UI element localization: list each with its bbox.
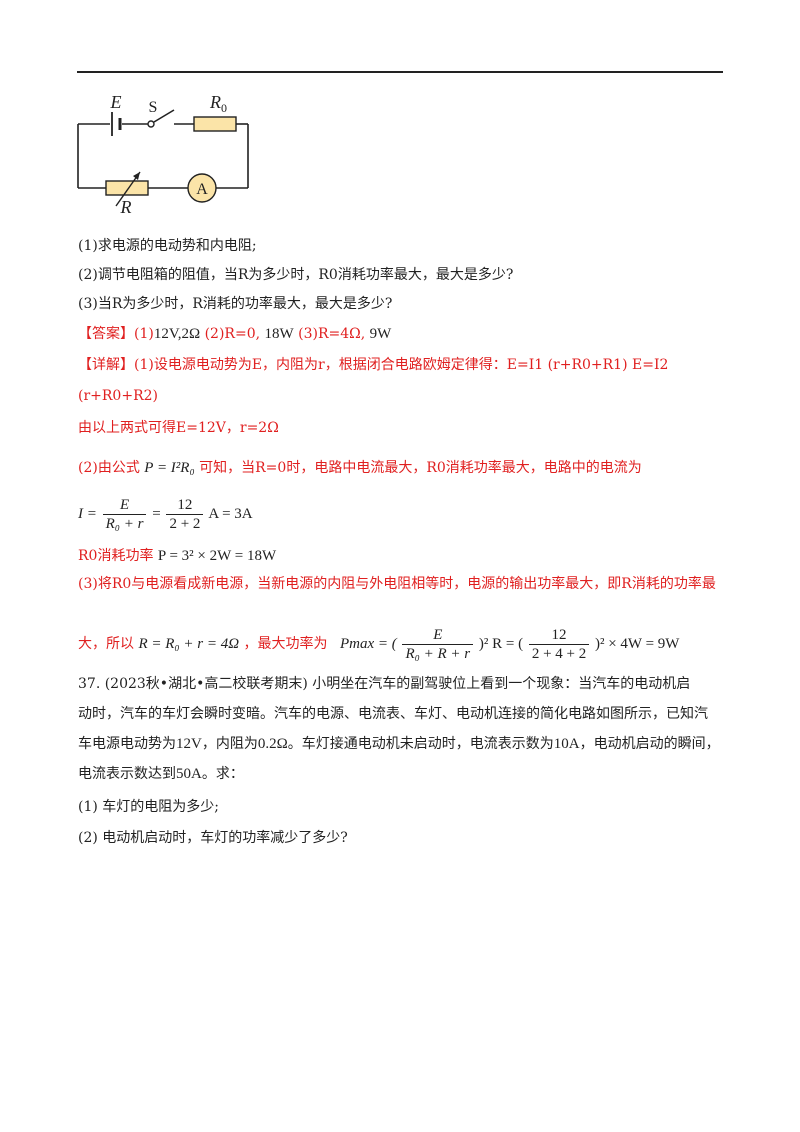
p37-emf-value: 12V xyxy=(176,736,202,752)
formula-pmax: Pmax = ( E R₀ + R + r )² R = ( 12 2 + 4 … xyxy=(339,627,680,662)
frac2-numerator: 12 xyxy=(166,496,204,515)
formula-current-lhs: I = xyxy=(78,505,97,522)
rheostat-arrowhead xyxy=(133,172,140,180)
question-1: (1)求电源的电动势和内电阻; xyxy=(78,238,257,254)
formula-current-eq: = xyxy=(152,505,161,522)
frac2-denominator: 2 + 2 xyxy=(169,516,201,532)
detail-text-4a: (2)由公式 xyxy=(78,460,140,476)
frac1-numerator: E xyxy=(102,496,147,515)
detail-text-8b: ，最大功率为 xyxy=(243,635,328,652)
label-r: R xyxy=(120,197,132,217)
question-2: (2)调节电阻箱的阻值，当R为多少时，R0消耗功率最大，最大是多少? xyxy=(78,267,514,283)
formula-r-equal: R = R₀ + r = 4Ω xyxy=(138,635,240,652)
problem37-line-1: 37. (2023秋•湖北•高二校联考期末) 小明坐在汽车的副驾驶位上看到一个现… xyxy=(78,676,691,692)
rheostat-r xyxy=(105,180,149,196)
formula-power: P = I²R₀ xyxy=(144,460,195,476)
answer-part1-value: 12V,2Ω xyxy=(153,326,201,342)
switch-contact xyxy=(147,120,155,128)
header-rule xyxy=(77,71,723,73)
answer-part3-label: (3)R=4Ω, xyxy=(298,326,366,342)
detail-line-6: R0消耗功率 P = 3² × 2W = 18W xyxy=(78,546,276,566)
p37-text-3a: 车电源电动势为 xyxy=(78,736,176,752)
p37-text-4a: 电流表示数达到 xyxy=(78,766,176,782)
answer-line: 【答案】(1)12V,2Ω (2)R=0, 18W (3)R=4Ω, 9W xyxy=(78,324,391,344)
pmax-frac1-num: E xyxy=(402,626,474,645)
problem37-line-2: 动时，汽车的车灯会瞬时变暗。汽车的电源、电流表、车灯、电动机连接的简化电路如图所… xyxy=(78,706,708,722)
detail-line-2: (r+R0+R2) xyxy=(78,388,158,404)
pmax-frac1-den: R₀ + R + r xyxy=(405,646,471,662)
answer-part3-value: 9W xyxy=(369,326,392,342)
detail-text-6a: R0消耗功率 xyxy=(78,548,154,564)
pmax-mid: )² R = ( xyxy=(478,635,524,652)
p37-resistance-value: 0.2Ω xyxy=(257,736,288,752)
pmax-lhs: Pmax = ( xyxy=(339,635,397,652)
pmax-frac2-num: 12 xyxy=(528,626,590,645)
pmax-rhs: )² × 4W = 9W xyxy=(594,635,680,652)
answer-tag: 【答案】 xyxy=(78,326,134,342)
p37-text-4b: 。求： xyxy=(201,766,244,782)
detail-text-4b: 可知，当R=0时，电路中电流最大，R0消耗功率最大，电路中的电流为 xyxy=(199,460,642,476)
p37-text-3d: ，电动机启动的瞬间， xyxy=(579,736,720,752)
ammeter-label: A xyxy=(196,181,208,198)
formula-power-18: P = 3² × 2W = 18W xyxy=(157,548,277,564)
problem37-question-1: (1) 车灯的电阻为多少; xyxy=(78,799,219,815)
formula-current-rhs: A = 3A xyxy=(208,505,253,522)
detail-line-7: (3)将R0与电源看成新电源，当新电源的内阻与外电阻相等时，电源的输出功率最大，… xyxy=(78,576,716,592)
question-3: (3)当R为多少时，R消耗的功率最大，最大是多少? xyxy=(78,296,393,312)
problem37-line-3: 车电源电动势为12V，内阻为0.2Ω。车灯接通电动机未启动时，电流表示数为10A… xyxy=(78,734,720,754)
label-r0: R0 xyxy=(209,92,227,115)
detail-line-1: 【详解】(1)设电源电动势为E，内阻为r，根据闭合电路欧姆定律得：E=I1 (r… xyxy=(78,355,668,375)
formula-current: I = E R₀ + r = 12 2 + 2 A = 3A xyxy=(78,496,253,533)
p37-text-3c: 。车灯接通电动机未启动时，电流表示数为 xyxy=(287,736,554,752)
pmax-frac1: E R₀ + R + r xyxy=(402,626,474,663)
detail-text-1: (1)设电源电动势为E，内阻为r，根据闭合电路欧姆定律得：E=I1 (r+R0+… xyxy=(134,357,669,373)
detail-line-8: 大，所以 R = R₀ + r = 4Ω ，最大功率为 Pmax = ( E R… xyxy=(78,626,679,663)
problem37-line-4: 电流表示数达到50A。求： xyxy=(78,764,244,784)
detail-line-3: 由以上两式可得E=12V，r=2Ω xyxy=(78,420,279,436)
label-s: S xyxy=(149,99,158,116)
answer-part2-label: (2)R=0, xyxy=(204,326,261,342)
formula-current-frac2: 12 2 + 2 xyxy=(166,496,204,533)
formula-current-frac1: E R₀ + r xyxy=(102,496,147,533)
p37-start-current-value: 50A xyxy=(176,766,202,782)
problem37-question-2: (2) 电动机启动时，车灯的功率减少了多少? xyxy=(78,830,348,846)
frac1-denominator: R₀ + r xyxy=(105,516,144,532)
resistor-r0 xyxy=(193,116,237,132)
p37-text-3b: ，内阻为 xyxy=(201,736,258,752)
pmax-frac2-den: 2 + 4 + 2 xyxy=(531,646,587,662)
detail-text-8a: 大，所以 xyxy=(78,635,134,652)
detail-tag: 【详解】 xyxy=(78,357,134,373)
switch-lever xyxy=(153,109,175,123)
pmax-frac2: 12 2 + 4 + 2 xyxy=(528,626,590,663)
label-e: E xyxy=(110,92,122,112)
answer-part2-value: 18W xyxy=(264,326,294,342)
p37-current-value: 10A xyxy=(553,736,580,752)
circuit-diagram: A E S R0 R xyxy=(77,92,249,217)
answer-part1-label: (1) xyxy=(134,326,154,342)
detail-line-4: (2)由公式 P = I²R₀ 可知，当R=0时，电路中电流最大，R0消耗功率最… xyxy=(78,458,642,478)
ammeter xyxy=(187,173,217,203)
